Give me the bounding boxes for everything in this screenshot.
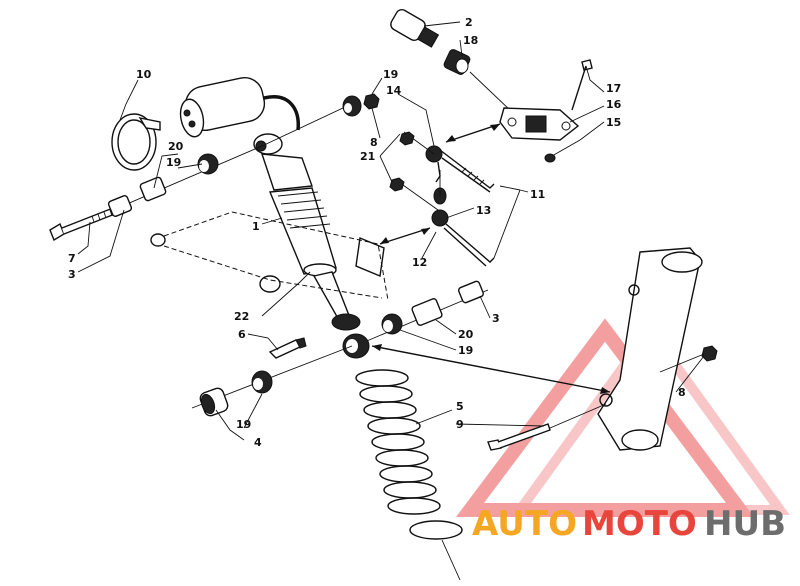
callout-14: 14 xyxy=(386,84,402,97)
watermark-hub: HUB xyxy=(704,504,786,544)
part-11-bolts xyxy=(493,185,521,259)
leader-lines xyxy=(77,21,705,441)
part-18-sleeve xyxy=(443,49,471,75)
part-8-nut-right xyxy=(659,345,718,373)
part-19-washer-left xyxy=(197,153,219,175)
part-19-washer-bottom xyxy=(251,370,273,394)
callout-21: 21 xyxy=(360,150,375,163)
part-16-cable-bracket xyxy=(499,107,580,141)
part-4-bushing xyxy=(199,387,229,417)
callout-8: 8 xyxy=(370,136,378,149)
callout-18: 18 xyxy=(463,34,478,47)
callout-10: 10 xyxy=(136,68,152,81)
mounting-bracket-outline xyxy=(150,211,389,301)
callout-19: 19 xyxy=(166,156,181,169)
part-1-shock-absorber xyxy=(253,133,357,329)
callout-7: 7 xyxy=(68,252,76,265)
callout-12: 12 xyxy=(412,256,427,269)
part-21-nut-lower xyxy=(389,177,405,192)
watermark-moto: MOTO xyxy=(582,504,697,544)
callout-15: 15 xyxy=(606,116,621,129)
part-20-bushing-left xyxy=(139,176,167,202)
callout-22: 22 xyxy=(234,310,249,323)
part-17-screw xyxy=(571,59,593,111)
callout-13: 13 xyxy=(476,204,491,217)
part-8-nut-top xyxy=(363,93,380,110)
callout-19: 19 xyxy=(236,418,251,431)
part-14-rod-end-upper xyxy=(425,145,495,193)
callout-3: 3 xyxy=(68,268,76,281)
part-13-rod-end-lower xyxy=(431,187,495,267)
callout-20: 20 xyxy=(168,140,184,153)
part-3-spacer-right xyxy=(458,280,484,304)
callout-2: 2 xyxy=(465,16,473,29)
part-19-washer-top xyxy=(342,95,362,117)
callout-5: 5 xyxy=(456,400,464,413)
callout-1: 1 xyxy=(252,220,260,233)
callout-11: 11 xyxy=(530,188,545,201)
callout-17: 17 xyxy=(606,82,621,95)
callout-20: 20 xyxy=(458,328,474,341)
assembly-arrow-upper xyxy=(445,123,501,143)
callout-3: 3 xyxy=(492,312,500,325)
callout-4: 4 xyxy=(254,436,262,449)
part-9-bolt xyxy=(487,403,607,451)
assembly-arrow-middle xyxy=(379,227,431,245)
watermark-logo-text: AUTO MOTO HUB xyxy=(472,504,786,544)
callout-labels: 2 18 10 19 14 17 16 15 8 20 21 19 11 13 … xyxy=(68,16,686,449)
part-20-bushing-right xyxy=(411,298,443,326)
rail-support-arm xyxy=(597,247,703,451)
assembly-arrow-lower xyxy=(371,344,611,394)
callout-19: 19 xyxy=(458,344,473,357)
callout-16: 16 xyxy=(606,98,622,111)
watermark-logo-triangle xyxy=(456,318,790,517)
callout-8: 8 xyxy=(678,386,686,399)
part-19-washer-right xyxy=(381,313,403,335)
watermark-auto: AUTO xyxy=(472,504,577,544)
part-10-clamp-band xyxy=(111,113,161,171)
part-6-grease-fitting xyxy=(268,337,307,359)
part-22-bushing-cap xyxy=(331,313,361,331)
callout-19: 19 xyxy=(383,68,398,81)
callout-9: 9 xyxy=(456,418,464,431)
part-2-cable-end xyxy=(390,8,440,48)
part-5-coil-spring xyxy=(355,369,463,581)
callout-6: 6 xyxy=(238,328,246,341)
part-21-nut-upper xyxy=(399,131,415,146)
lower-eyelet xyxy=(342,333,370,359)
part-10-reservoir-canister xyxy=(179,77,300,138)
part-7-bolt xyxy=(49,205,121,242)
